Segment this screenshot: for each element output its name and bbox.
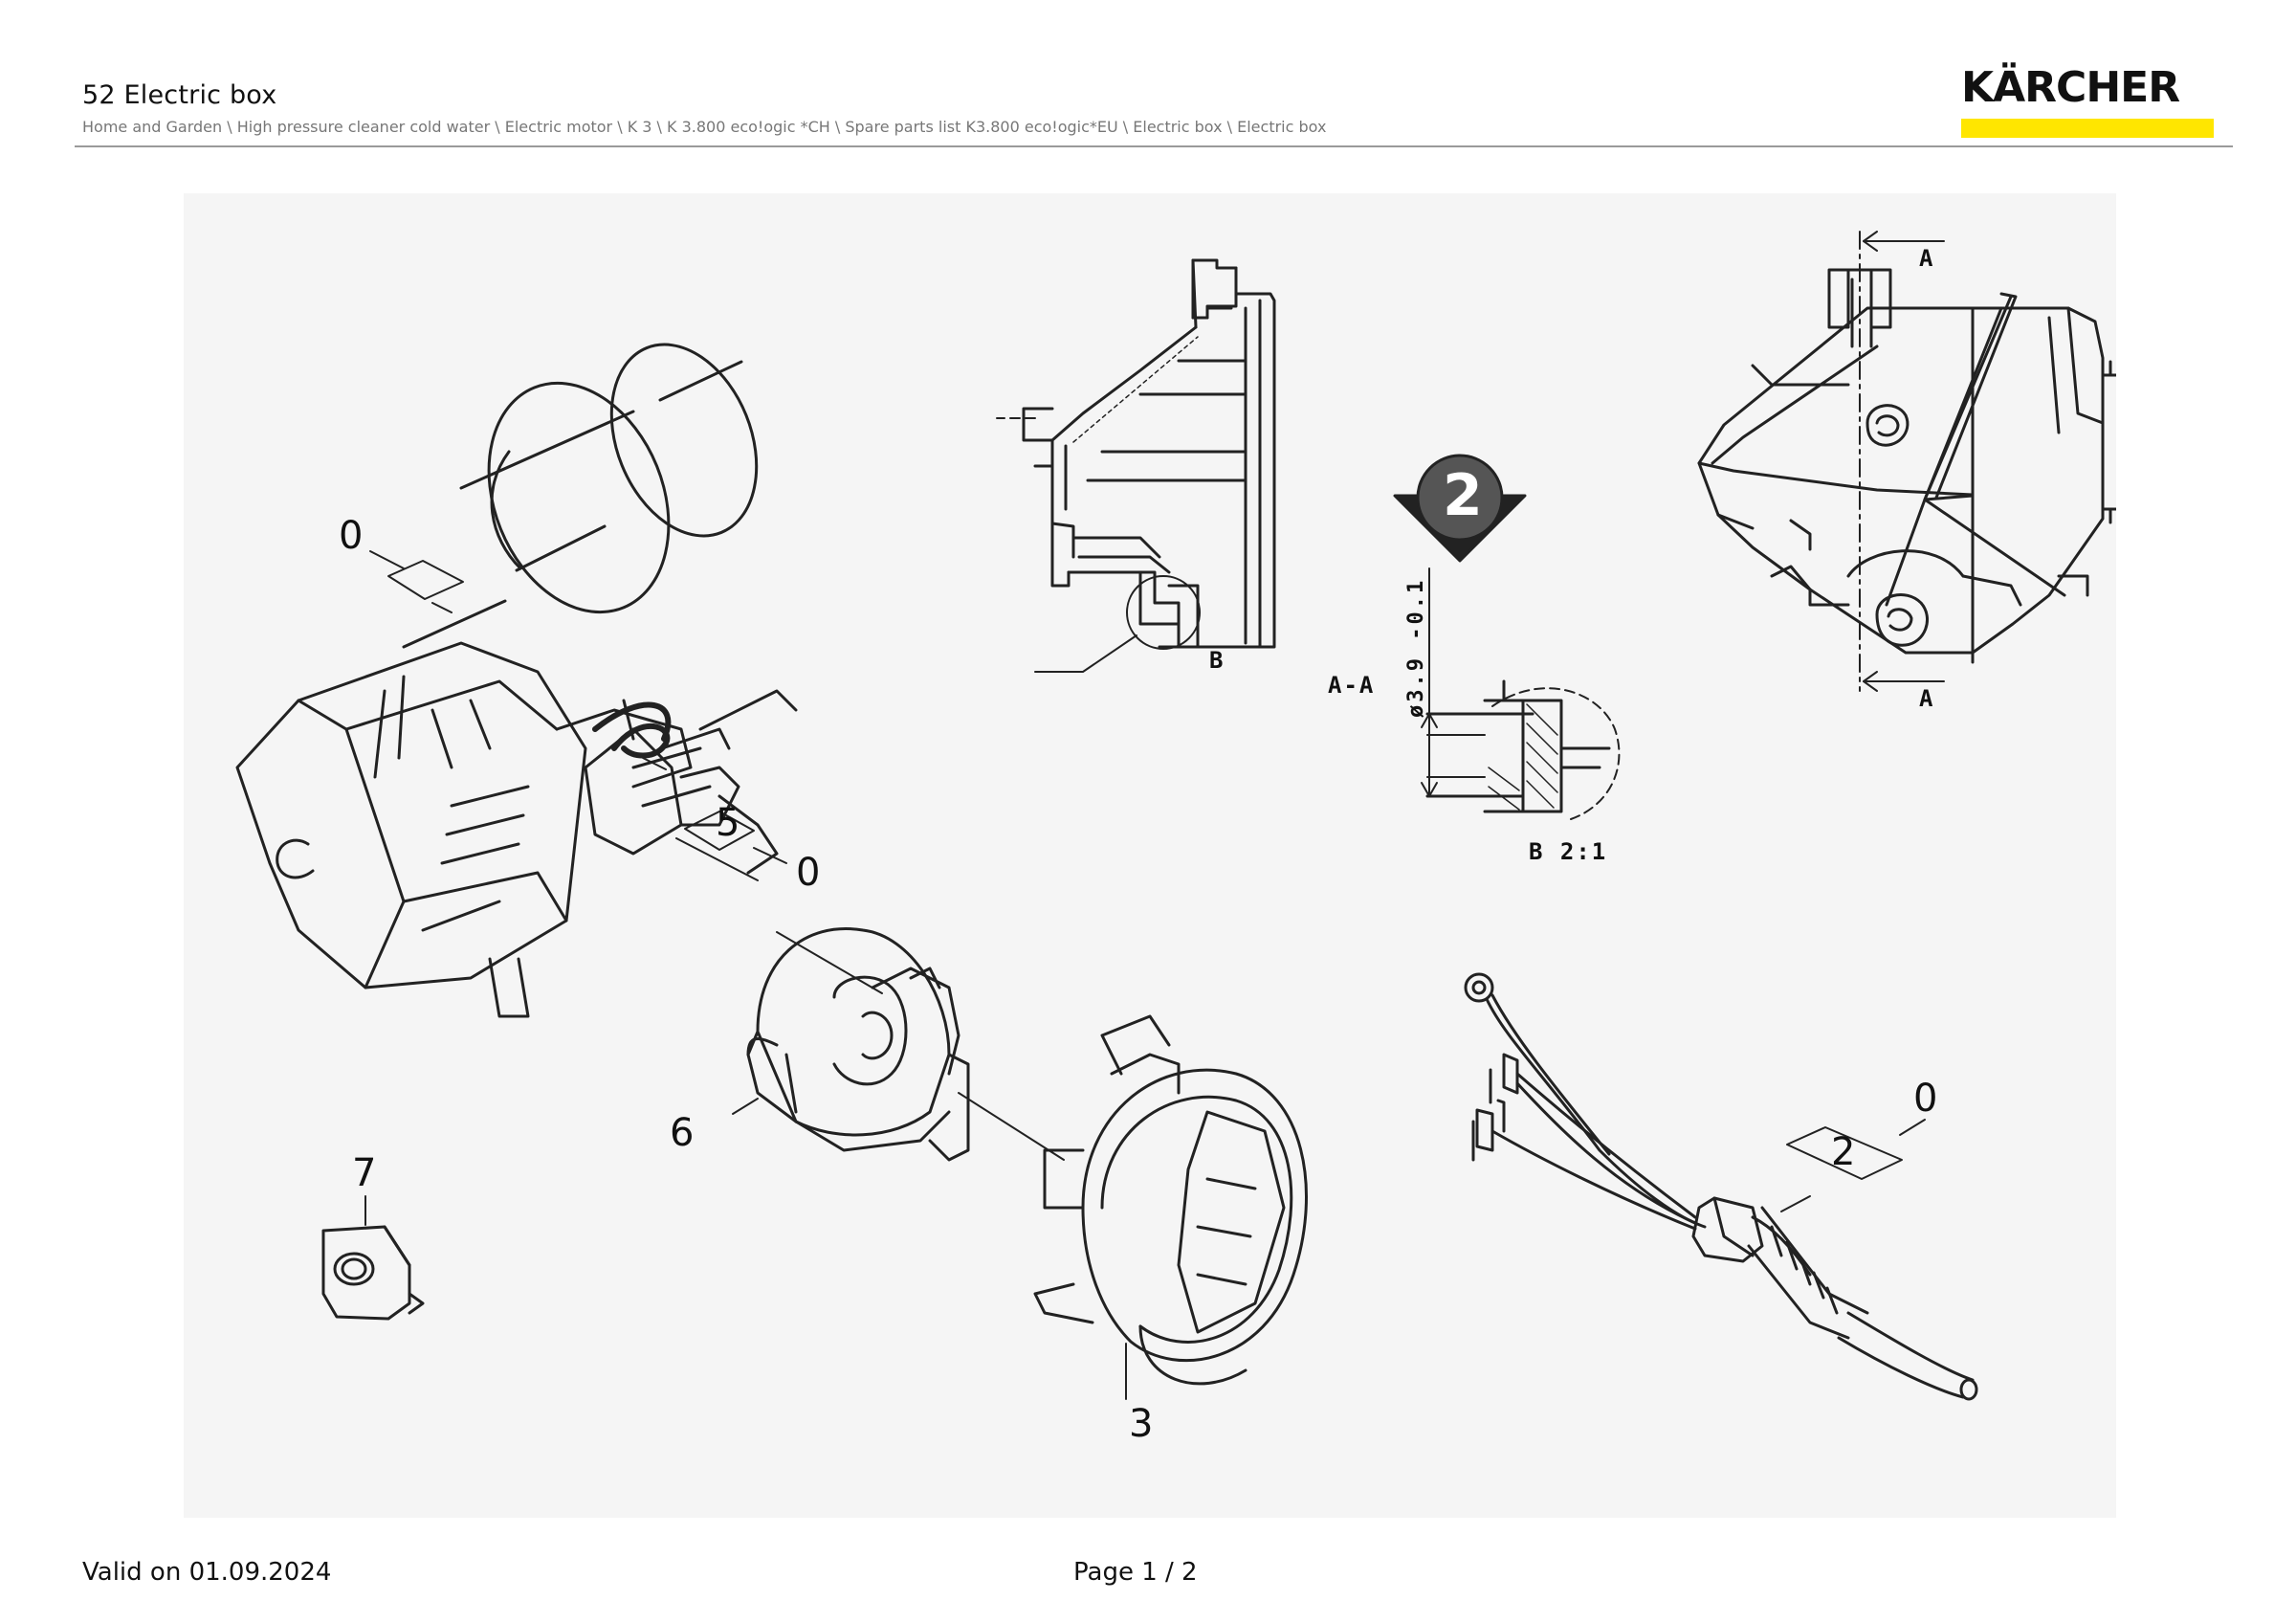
section-a-a-view bbox=[996, 258, 1276, 673]
part-label-motor-group: 0 bbox=[339, 514, 364, 558]
karcher-logo: KÄRCHER bbox=[1961, 67, 2214, 138]
part-label-cap: 3 bbox=[1129, 1402, 1154, 1446]
cable-harness bbox=[1464, 972, 1978, 1401]
header: 52 Electric box Home and Garden \ High p… bbox=[82, 80, 2235, 136]
electric-motor bbox=[235, 343, 759, 1018]
section-arrow-bottom-label: A bbox=[1919, 685, 1935, 712]
header-divider bbox=[75, 145, 2233, 147]
part-label-adapter: 6 bbox=[670, 1111, 695, 1155]
detail-b-view bbox=[1425, 679, 1621, 820]
footer-valid-date: Valid on 01.09.2024 bbox=[82, 1558, 332, 1587]
section-a-a-label: A-A bbox=[1328, 672, 1376, 699]
part-label-hose-group-b: 0 bbox=[796, 851, 821, 895]
logo-yellow-bar bbox=[1961, 119, 2214, 138]
exploded-view-drawing: 0 5 0 6 7 3 0 2 2 A-A B A A B 2:1 ø3.9 -… bbox=[184, 193, 2116, 1518]
adapter-part bbox=[746, 927, 970, 1162]
detail-b-scale-label: B 2:1 bbox=[1529, 838, 1608, 865]
hose-loop bbox=[611, 723, 671, 759]
footer-page-number: Page 1 / 2 bbox=[1073, 1558, 1198, 1587]
section-arrow-top-label: A bbox=[1919, 245, 1935, 272]
electric-box-housing bbox=[1697, 268, 2116, 664]
part-label-cable-group-b: 2 bbox=[1831, 1130, 1856, 1174]
hose-connector bbox=[555, 689, 798, 875]
detail-badge-number: 2 bbox=[1443, 462, 1483, 529]
dimension-label: ø3.9 -0.1 bbox=[1404, 577, 1428, 718]
breadcrumb: Home and Garden \ High pressure cleaner … bbox=[82, 118, 1327, 136]
page-title: 52 Electric box bbox=[82, 80, 277, 110]
nut-part bbox=[321, 1225, 425, 1321]
logo-wordmark: KÄRCHER bbox=[1961, 63, 2180, 112]
drawing-canvas bbox=[235, 231, 2116, 1401]
part-label-nut: 7 bbox=[352, 1151, 377, 1195]
section-b-callout-label: B bbox=[1209, 647, 1225, 674]
part-label-cable-group-a: 0 bbox=[1913, 1077, 1938, 1121]
part-label-hose-group-a: 5 bbox=[716, 801, 740, 845]
detail-badge-arrow bbox=[1393, 454, 1527, 563]
cap-part bbox=[1033, 1014, 1308, 1386]
